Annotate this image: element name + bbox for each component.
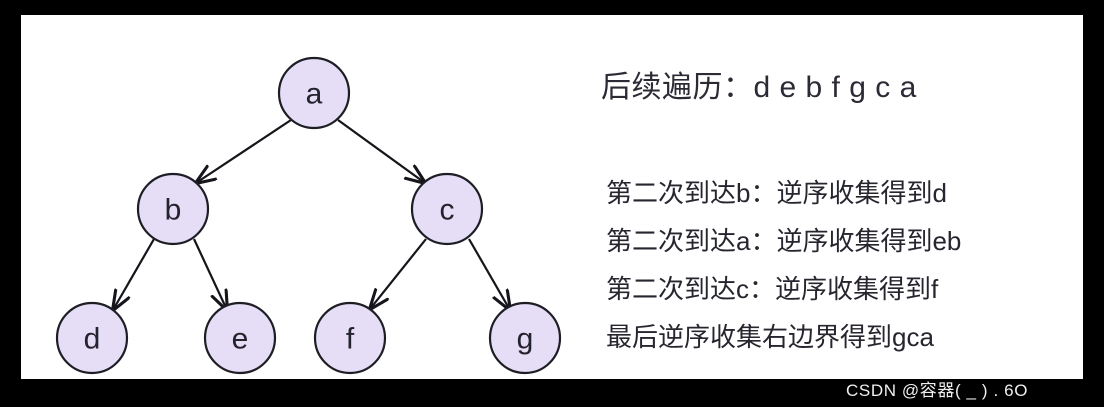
tree-nodes: a b c d e: [55, 56, 562, 375]
node-label-c: c: [440, 194, 455, 227]
node-circle-e: [203, 301, 277, 375]
node-label-a: a: [306, 78, 323, 111]
edge-c-f: [370, 238, 427, 309]
tree-node-d[interactable]: d: [55, 301, 129, 375]
node-circle-c: [410, 172, 484, 246]
node-label-g: g: [517, 323, 534, 356]
note-line-2: 第二次到达a：逆序收集得到eb: [606, 226, 962, 256]
csdn-watermark: CSDN @容器( _ ) . 6O: [846, 381, 1029, 400]
tree-node-b[interactable]: b: [136, 172, 210, 246]
edge-b-e: [193, 238, 227, 310]
node-label-d: d: [84, 323, 101, 356]
node-label-f: f: [346, 323, 355, 356]
diagram-canvas: a b c d e: [21, 15, 1083, 379]
edge-a-c: [337, 119, 425, 183]
node-circle-g: [488, 301, 562, 375]
tree-node-c[interactable]: c: [410, 172, 484, 246]
node-label-b: b: [165, 194, 182, 227]
node-circle-d: [55, 301, 129, 375]
tree-node-a[interactable]: a: [277, 56, 351, 130]
tree-node-e[interactable]: e: [203, 301, 277, 375]
node-label-e: e: [232, 323, 249, 356]
edge-a-b: [196, 119, 292, 183]
edge-c-g: [468, 238, 510, 310]
node-circle-b: [136, 172, 210, 246]
tree-node-g[interactable]: g: [488, 301, 562, 375]
note-line-4: 最后逆序收集右边界得到gca: [606, 322, 934, 352]
tree-node-f[interactable]: f: [313, 301, 387, 375]
traversal-title: 后续遍历：d e b f g c a: [601, 71, 917, 104]
explanation-panel: 后续遍历：d e b f g c a 第二次到达b：逆序收集得到d 第二次到达a…: [581, 15, 1081, 379]
node-circle-f: [313, 301, 387, 375]
binary-tree-diagram: a b c d e: [55, 56, 562, 375]
note-line-1: 第二次到达b：逆序收集得到d: [606, 178, 947, 208]
edge-b-d: [113, 238, 155, 310]
note-line-3: 第二次到达c：逆序收集得到f: [606, 274, 939, 304]
node-circle-a: [277, 56, 351, 130]
tree-edges: [113, 119, 510, 310]
